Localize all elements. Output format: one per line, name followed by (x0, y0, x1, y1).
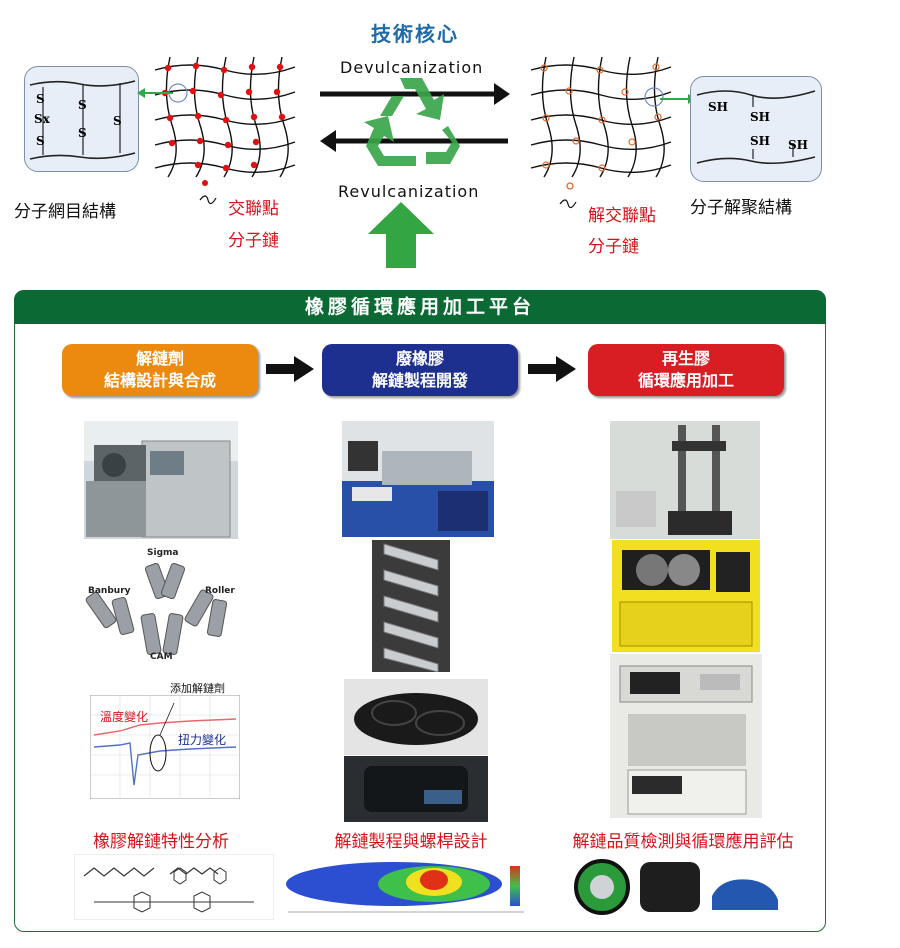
legend-decrosslink-label: 解交聯點 (588, 206, 656, 226)
legend-decrosslink-dot (559, 182, 577, 209)
quality-tester-photo (610, 654, 762, 818)
torque-chart (90, 695, 240, 799)
screw-photo (372, 540, 450, 672)
waste-rubber-photo (344, 679, 488, 755)
devulcanization-label: Devulcanization (340, 58, 484, 77)
network-structure-diagram (29, 80, 136, 160)
recycle-icon (364, 78, 460, 166)
application-products-image (572, 856, 784, 918)
rotor-label-sigma: Sigma (147, 548, 179, 558)
rotor-label-roller: Roller (205, 586, 235, 596)
platform-title: 橡膠循環應用加工平台 (14, 290, 826, 324)
depolymerized-structure-diagram (696, 90, 816, 165)
stage-agent-design: 解鏈劑 結構設計與合成 (62, 344, 258, 396)
crosslinked-network (154, 56, 296, 178)
zoom-arrow-left (137, 88, 173, 98)
legend-chain-label: 分子鏈 (228, 231, 279, 251)
process-arrows (320, 83, 510, 152)
mixer-machine-photo (84, 421, 238, 539)
rotor-label-cam: CAM (150, 652, 173, 662)
stage-process-line1: 廢橡膠 (395, 349, 444, 368)
caption-process-screw: 解鏈製程與螺桿設計 (334, 832, 488, 852)
network-structure-caption: 分子網目結構 (14, 202, 116, 222)
decrosslinked-network (530, 56, 672, 178)
legend-crosslink-label: 交聯點 (228, 199, 279, 219)
torque-annotation: 添加解鏈劑 (170, 682, 225, 695)
extruder-line-photo (342, 421, 494, 537)
screw-simulation-image (284, 856, 564, 922)
up-arrow-icon (368, 202, 434, 268)
legend-crosslink-dot (199, 180, 217, 205)
two-roll-mill-photo (612, 540, 760, 652)
recycled-rubber-photo (344, 756, 488, 822)
stage-process-line2: 解鏈製程開發 (371, 371, 468, 390)
stage-arrow-icon (266, 356, 314, 382)
caption-rubber-analysis: 橡膠解鏈特性分析 (93, 832, 229, 852)
stage-agent-line2: 結構設計與合成 (103, 371, 216, 390)
network-structure-box (24, 66, 139, 172)
legend-chain-label-right: 分子鏈 (588, 237, 639, 257)
tensile-tester-photo (610, 421, 760, 539)
revulcanization-label: Revulcanization (338, 182, 480, 201)
stage-recycled-rubber: 再生膠 循環應用加工 (588, 344, 784, 396)
sulfur-label: S (78, 126, 87, 140)
thiol-label: SH (750, 110, 771, 124)
sulfur-label: S (78, 98, 87, 112)
thiol-label: SH (708, 100, 729, 114)
stage-process-dev: 廢橡膠 解鏈製程開發 (322, 344, 518, 396)
rotor-label-banbury: Banbury (88, 586, 131, 596)
thiol-label: SH (750, 134, 771, 148)
stage-recycled-line1: 再生膠 (661, 349, 710, 368)
temperature-series-label: 溫度變化 (100, 710, 149, 724)
depolymerized-structure-caption: 分子解聚結構 (690, 198, 792, 218)
caption-quality-evaluation: 解鏈品質檢測與循環應用評估 (572, 832, 794, 852)
sulfur-label: S (36, 92, 45, 106)
stage-recycled-line2: 循環應用加工 (637, 371, 734, 390)
thiol-label: SH (788, 138, 809, 152)
depolymerized-structure-box (690, 76, 822, 182)
rotor-types-photo (80, 542, 240, 672)
chemical-structures-image (74, 854, 274, 920)
sulfur-label: Sx (34, 112, 50, 126)
stage-arrow-icon (528, 356, 576, 382)
page-title: 技術核心 (371, 22, 459, 46)
sulfur-label: S (113, 114, 122, 128)
stage-agent-line1: 解鏈劑 (135, 349, 184, 368)
torque-series-label: 扭力變化 (178, 733, 227, 747)
sulfur-label: S (36, 134, 45, 148)
